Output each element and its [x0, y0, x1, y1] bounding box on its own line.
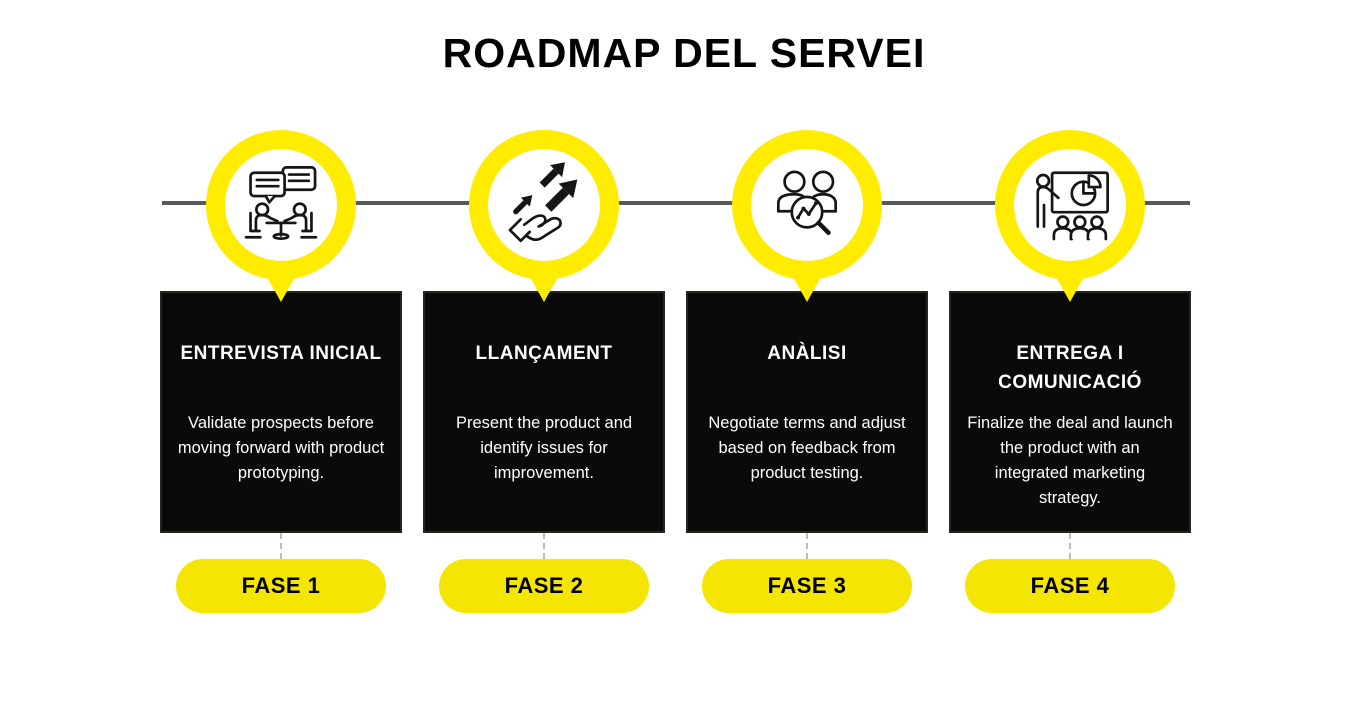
phase-description: Finalize the deal and launch the product… — [967, 414, 1173, 507]
phase-title: LLANÇAMENT — [475, 343, 613, 364]
phase-title: ENTREVISTA INICIAL — [180, 343, 382, 364]
phase-marker-pointer — [788, 268, 826, 302]
page-title: ROADMAP DEL SERVEI — [442, 30, 926, 76]
phase-column-3: ANÀLISI Negotiate terms and adjust based… — [686, 130, 928, 613]
phase-marker-ring — [469, 130, 619, 280]
phases-row: ENTREVISTA INICIAL Validate prospects be… — [160, 130, 1191, 613]
phase-card: ENTREGA I COMUNICACIÓ Finalize the deal … — [949, 291, 1191, 533]
phase-marker-inner — [225, 149, 337, 261]
phase-description: Validate prospects before moving forward… — [177, 414, 385, 482]
phase-badge: FASE 4 — [965, 559, 1175, 613]
phase-marker-inner — [1014, 149, 1126, 261]
phase-marker-inner — [488, 149, 600, 261]
phase-column-2: LLANÇAMENT Present the product and ident… — [423, 130, 665, 613]
phase-marker — [732, 130, 882, 302]
phase-title: ANÀLISI — [767, 343, 847, 364]
dashed-connector — [280, 533, 282, 559]
phase-marker-inner — [751, 149, 863, 261]
phase-card: LLANÇAMENT Present the product and ident… — [423, 291, 665, 533]
dashed-connector — [543, 533, 545, 559]
phase-marker — [206, 130, 356, 302]
dashed-connector — [806, 533, 808, 559]
phase-marker-ring — [206, 130, 356, 280]
phase-badge: FASE 3 — [702, 559, 912, 613]
phase-marker — [469, 130, 619, 302]
phase-description: Negotiate terms and adjust based on feed… — [708, 414, 906, 482]
phase-badge: FASE 2 — [439, 559, 649, 613]
timeline-line — [162, 201, 1190, 205]
phase-marker-pointer — [525, 268, 563, 302]
phase-marker-ring — [732, 130, 882, 280]
phase-marker-pointer — [262, 268, 300, 302]
phase-card: ANÀLISI Negotiate terms and adjust based… — [686, 291, 928, 533]
phase-description: Present the product and identify issues … — [455, 414, 633, 482]
phase-badge: FASE 1 — [176, 559, 386, 613]
phase-marker-pointer — [1051, 268, 1089, 302]
phase-marker — [995, 130, 1145, 302]
analysis-icon — [776, 170, 838, 236]
phase-title: ENTREGA I COMUNICACIÓ — [998, 343, 1142, 394]
phase-marker-ring — [995, 130, 1145, 280]
launch-growth-icon — [508, 162, 578, 243]
presentation-icon — [1035, 171, 1109, 241]
dashed-connector — [1069, 533, 1071, 559]
phase-column-4: ENTREGA I COMUNICACIÓ Finalize the deal … — [949, 130, 1191, 613]
phase-card: ENTREVISTA INICIAL Validate prospects be… — [160, 291, 402, 533]
phase-column-1: ENTREVISTA INICIAL Validate prospects be… — [160, 130, 402, 613]
interview-icon — [244, 166, 318, 240]
